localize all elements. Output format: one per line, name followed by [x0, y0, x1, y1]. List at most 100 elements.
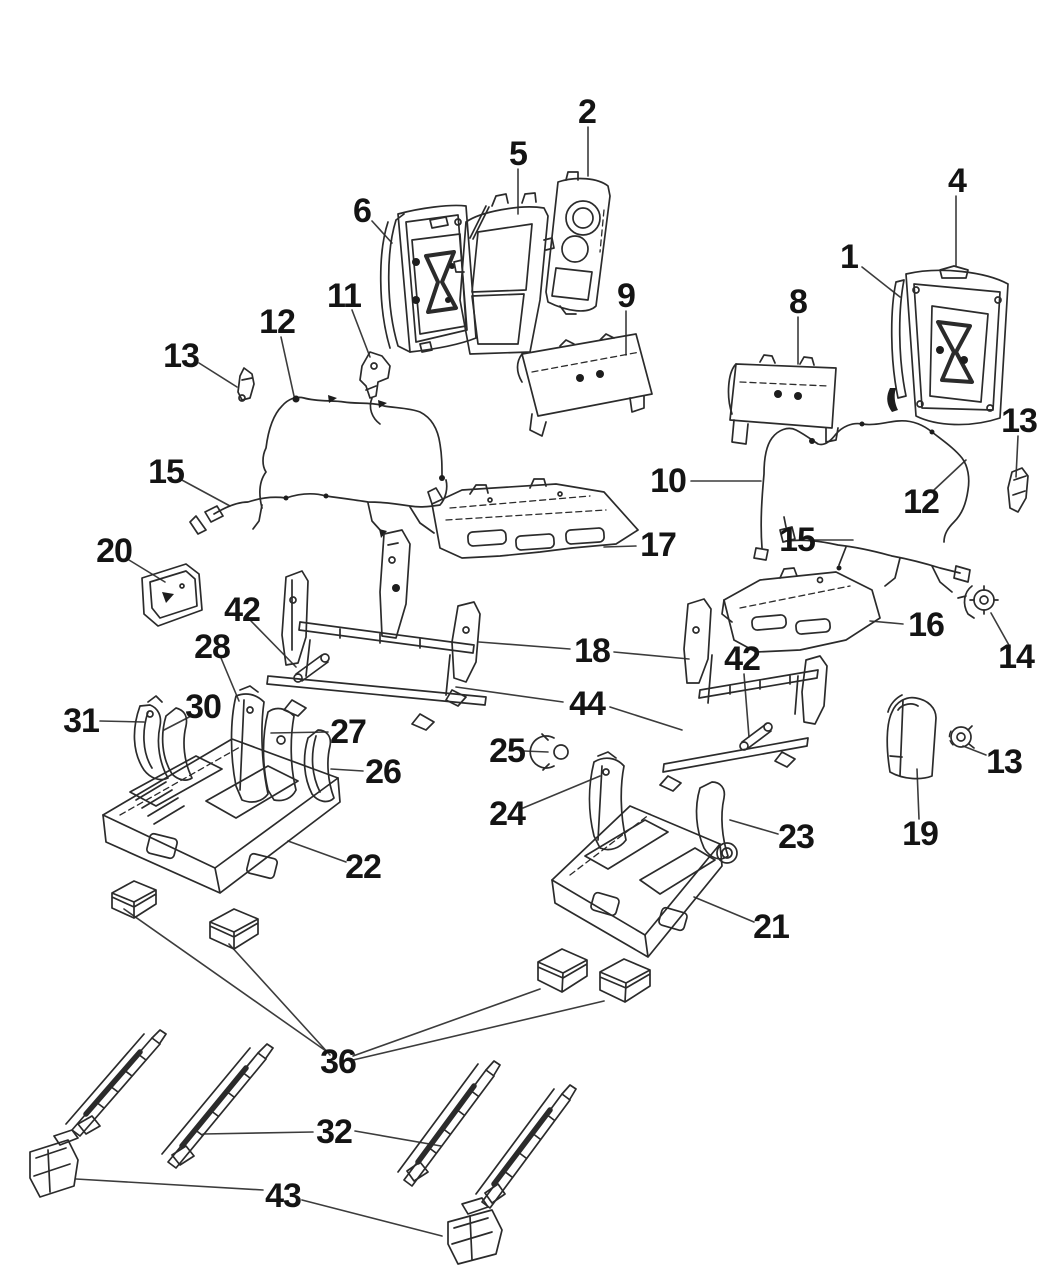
track-2: [161, 1043, 274, 1169]
leader-36-b: [228, 943, 331, 1056]
part-43-drawing: [29, 1129, 503, 1265]
part-26-drawing: [303, 729, 335, 803]
part-4-drawing: [887, 265, 1009, 426]
callout-12-right: 12: [903, 483, 940, 521]
callout-31: 31: [63, 702, 100, 740]
leader-6: [371, 220, 393, 244]
part-25-drawing: [529, 733, 569, 771]
leader-12-left: [280, 336, 295, 397]
leader-11: [351, 309, 371, 358]
leader-32-a: [202, 1131, 314, 1135]
callout-23: 23: [778, 818, 815, 856]
callout-13-bottom-right: 13: [986, 743, 1023, 781]
callout-44: 44: [569, 685, 606, 723]
track-4: [475, 1084, 577, 1209]
leader-22: [287, 840, 347, 863]
callout-9: 9: [617, 277, 636, 315]
part-28-drawing: [230, 685, 269, 803]
callout-4: 4: [948, 162, 967, 200]
part-13-top-right-drawing: [1007, 467, 1029, 513]
leader-32-b: [354, 1130, 442, 1147]
leader-43-b: [301, 1199, 443, 1237]
leader-14: [990, 612, 1011, 648]
leader-21: [693, 896, 755, 923]
leader-18-a: [478, 641, 571, 650]
right-riser-frame-drawing: [659, 598, 828, 792]
part-9-drawing: [516, 333, 653, 437]
leader-36-c: [352, 988, 541, 1057]
part-31-drawing: [133, 695, 169, 781]
part-24-drawing: [588, 751, 627, 851]
part-17-drawing: [427, 478, 639, 559]
part-27-drawing: [262, 707, 297, 802]
leader-43-a: [75, 1178, 264, 1191]
leader-19: [916, 768, 920, 820]
part-20-drawing: [141, 563, 203, 627]
leader-17: [603, 545, 637, 548]
track-3: [397, 1060, 501, 1187]
callout-22: 22: [345, 848, 382, 886]
callout-13-top-left: 13: [163, 337, 200, 375]
leader-36-d: [352, 1000, 605, 1061]
callout-8: 8: [789, 283, 808, 321]
leader-23: [729, 819, 779, 835]
leader-28: [220, 657, 240, 702]
leader-13-top-left: [198, 362, 238, 388]
part-13-top-left-drawing: [237, 367, 255, 402]
callout-17: 17: [640, 526, 677, 564]
track-1: [65, 1029, 167, 1137]
callout-36: 36: [320, 1043, 357, 1081]
part-18-drawing: [266, 529, 487, 731]
callout-24: 24: [489, 795, 526, 833]
leader-27: [270, 731, 329, 734]
callout-16: 16: [908, 606, 945, 644]
leader-24: [522, 775, 601, 809]
part-6-drawing: [379, 204, 477, 353]
leader-44-b: [609, 706, 683, 731]
callout-27: 27: [330, 713, 367, 751]
callout-21: 21: [753, 908, 790, 946]
leader-42-left: [250, 620, 297, 668]
leader-20: [128, 559, 166, 583]
callout-10: 10: [650, 462, 687, 500]
callout-18: 18: [574, 632, 611, 670]
callout-42-left: 42: [224, 591, 261, 629]
part-2-drawing: [545, 171, 611, 315]
leader-36-a: [123, 908, 327, 1052]
leader-lines: [75, 126, 1019, 1237]
leader-42-right: [743, 673, 750, 738]
part-16-drawing: [721, 567, 881, 653]
callout-2: 2: [578, 93, 597, 131]
callout-5: 5: [509, 135, 528, 173]
callout-11: 11: [327, 277, 362, 315]
part-22-drawing: [102, 685, 341, 894]
callout-43: 43: [265, 1177, 302, 1215]
leader-13-bottom: [962, 745, 987, 756]
callout-19: 19: [902, 815, 939, 853]
callout-32: 32: [316, 1113, 353, 1151]
callout-25: 25: [489, 732, 526, 770]
callout-26: 26: [365, 753, 402, 791]
callout-6: 6: [353, 192, 372, 230]
leader-44-a: [455, 686, 564, 703]
part-11-drawing: [359, 351, 391, 425]
leader-25: [523, 750, 549, 753]
callout-30: 30: [185, 688, 222, 726]
part-32-tracks-drawing: [65, 1029, 577, 1209]
leader-15-left: [179, 478, 231, 507]
callout-1: 1: [840, 238, 859, 276]
leader-26: [330, 768, 364, 772]
part-15-left-drawing: [189, 479, 448, 538]
callout-15-left: 15: [148, 453, 185, 491]
callout-12-left: 12: [259, 303, 296, 341]
part-8-drawing: [727, 354, 839, 445]
leader-18-b: [613, 651, 690, 660]
part-19-drawing: [886, 694, 937, 780]
callout-42-right: 42: [724, 640, 761, 678]
callout-15-right: 15: [779, 521, 816, 559]
part-13-bottom-drawing: [948, 725, 975, 749]
callout-13-top-right: 13: [1001, 402, 1038, 440]
leader-31: [99, 720, 145, 723]
